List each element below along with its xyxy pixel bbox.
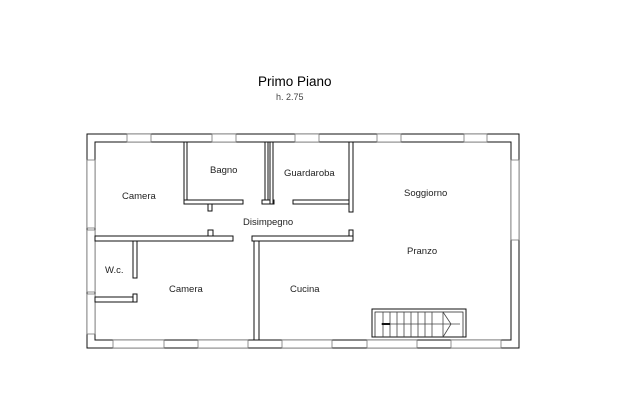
plan-title: Primo Piano	[258, 74, 332, 89]
room-label-disimpegno: Disimpegno	[243, 217, 293, 228]
room-label-wc: W.c.	[105, 265, 123, 276]
room-label-camera-2: Camera	[169, 284, 204, 295]
room-label-cucina: Cucina	[290, 284, 320, 295]
room-label-camera-1: Camera	[122, 191, 157, 202]
room-label-soggiorno: Soggiorno	[404, 188, 447, 199]
staircase	[371, 308, 467, 338]
interior-walls	[94, 141, 354, 341]
windows	[86, 133, 520, 349]
room-label-guardaroba: Guardaroba	[284, 168, 335, 179]
room-label-bagno: Bagno	[210, 165, 237, 176]
outer-walls	[86, 133, 520, 349]
room-label-pranzo: Pranzo	[407, 246, 437, 257]
room-labels: Camera Bagno Guardaroba Soggiorno Disimp…	[105, 165, 447, 295]
height-note: h. 2.75	[276, 92, 304, 102]
